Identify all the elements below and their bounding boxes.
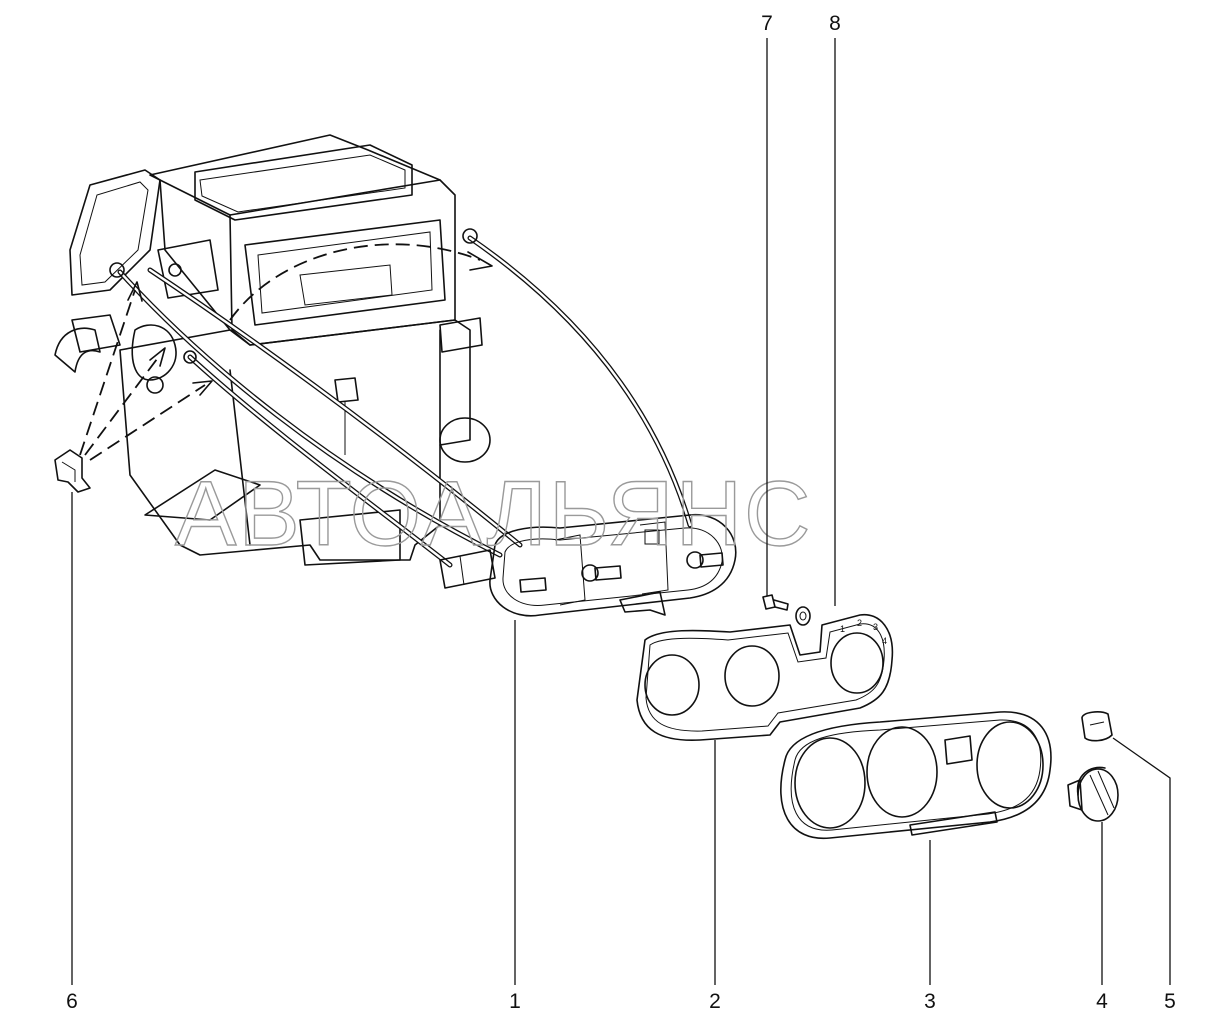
callout-labels: 1 2 3 4 5 6 7 8	[66, 12, 1176, 1013]
part-5-knob-cap	[1081, 711, 1113, 742]
leader-lines	[71, 38, 1171, 985]
callout-6: 6	[66, 990, 78, 1013]
control-cables	[109, 228, 693, 568]
part-1-control-unit	[439, 514, 737, 617]
svg-text:4: 4	[882, 636, 887, 646]
assembly-arrows	[79, 243, 493, 461]
callout-5: 5	[1164, 990, 1176, 1013]
part-3-front-bezel	[780, 711, 1052, 840]
svg-text:1: 1	[840, 624, 845, 634]
part-6-cable-clip	[54, 449, 91, 493]
callout-4: 4	[1096, 990, 1108, 1013]
part-4-knob	[1067, 766, 1119, 822]
callout-1: 1	[509, 990, 521, 1013]
watermark: АВТОАЛЬЯНС	[175, 463, 813, 565]
svg-text:2: 2	[857, 618, 862, 628]
callout-7: 7	[761, 12, 773, 35]
part-7-screw	[762, 594, 789, 611]
svg-text:3: 3	[873, 622, 878, 632]
part-2-panel-plate: 1 2 3 4	[636, 613, 894, 741]
callout-3: 3	[924, 990, 936, 1013]
callout-2: 2	[709, 990, 721, 1013]
part-8-washer	[795, 606, 811, 626]
callout-8: 8	[829, 12, 841, 35]
